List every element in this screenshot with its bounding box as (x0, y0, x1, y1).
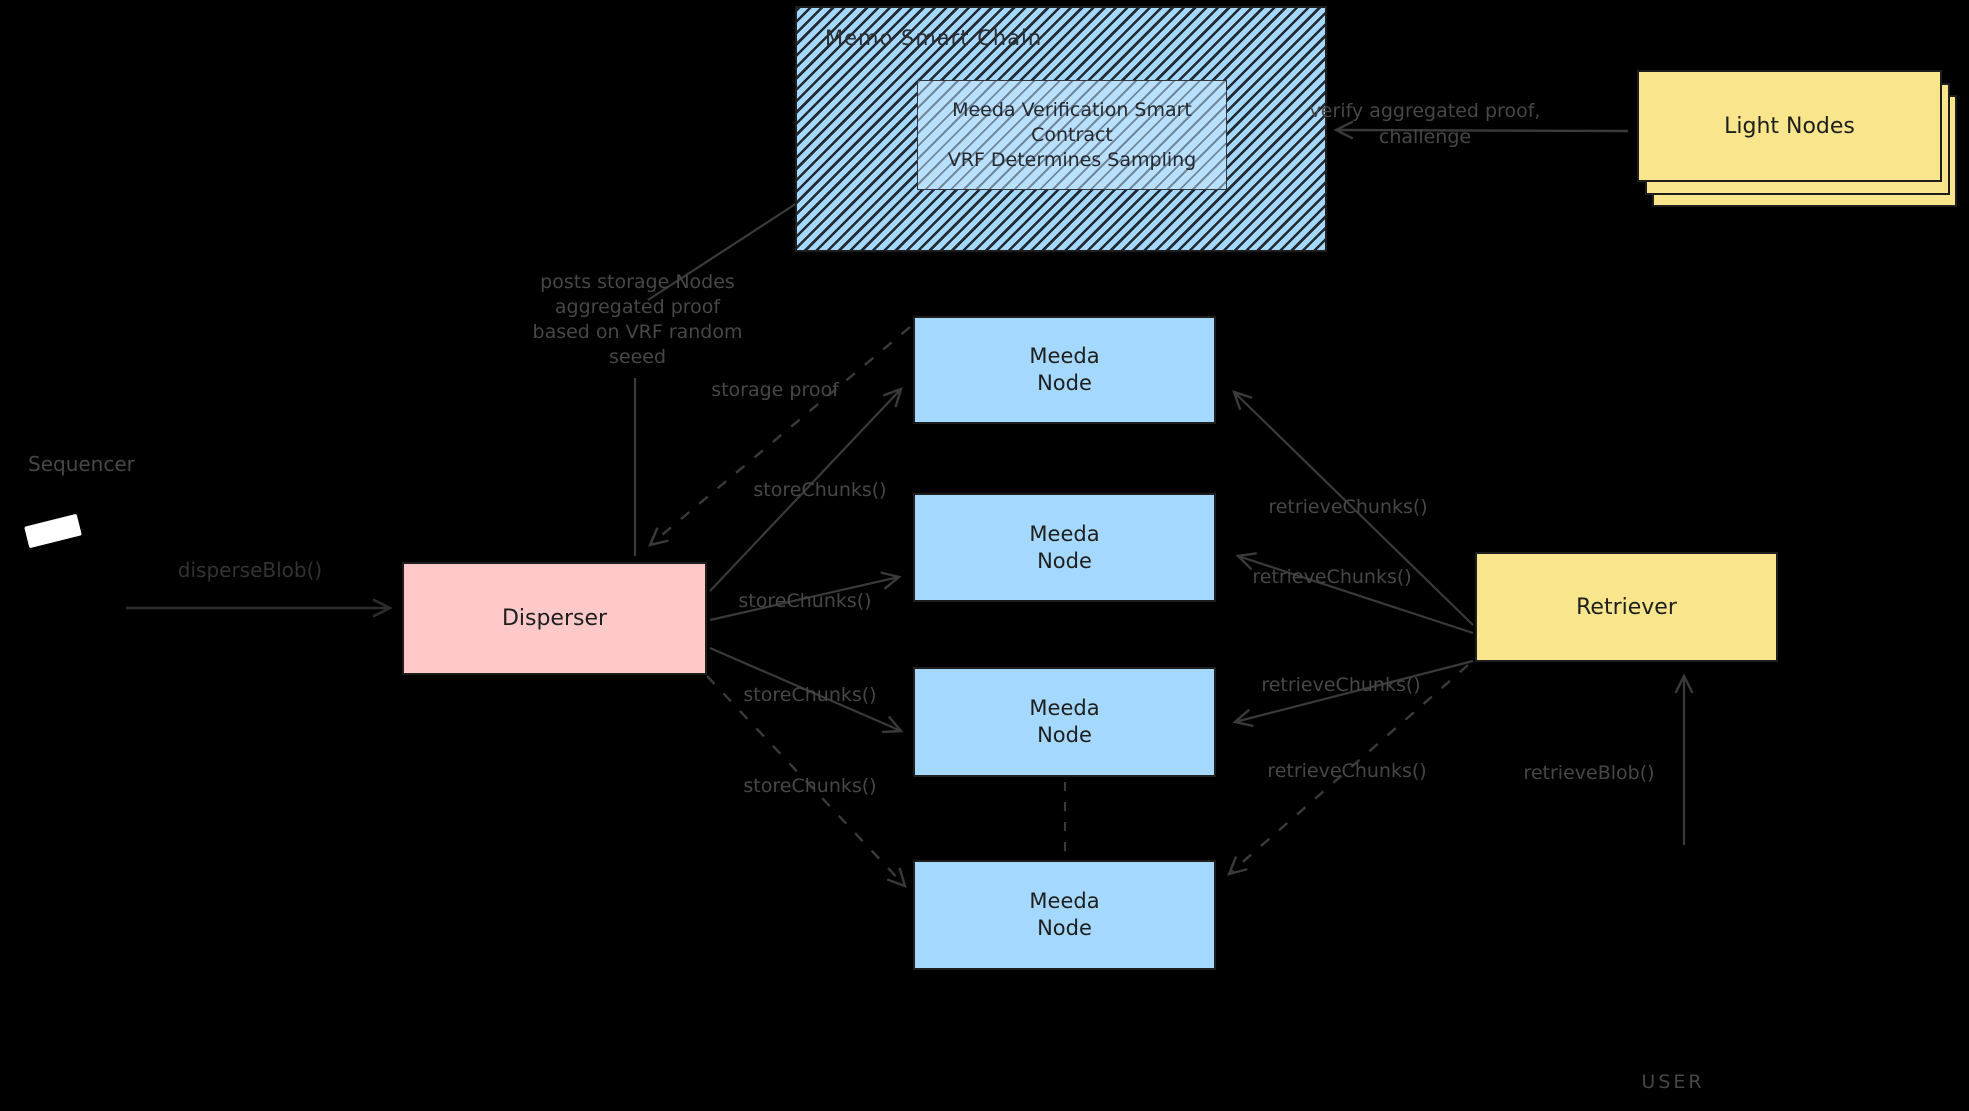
retriever-label: Retriever (1576, 594, 1677, 620)
verify-proof-line-1: verify aggregated proof, (1309, 100, 1541, 122)
posts-proof-line-3: based on VRF random (532, 321, 743, 343)
edge-retrieve-chunks-4 (1226, 664, 1469, 876)
memo-smart-chain-title: Memo Smart Chain (825, 26, 1043, 50)
disperser-box: Disperser (402, 562, 707, 675)
light-nodes-card: Light Nodes (1637, 70, 1942, 182)
edge-store-chunks-4 (706, 675, 907, 888)
verify-proof-line-2: challenge (1378, 126, 1472, 148)
edge-storage-proof (647, 326, 911, 547)
edge-store-chunks-3 (709, 646, 904, 734)
verify-proof-label: verify aggregated proof, challenge (1295, 98, 1555, 150)
edge-retrieve-chunks-2 (1235, 552, 1474, 635)
retrieve-chunks-label-2: retrieveChunks() (1252, 566, 1412, 588)
retrieve-chunks-label-1: retrieveChunks() (1268, 496, 1428, 518)
store-chunks-label-2: storeChunks() (738, 590, 872, 612)
retrieve-chunks-label-3: retrieveChunks() (1261, 674, 1421, 696)
edge-store-chunks-1 (709, 387, 903, 592)
memo-smart-chain-box: Memo Smart Chain Meeda Verification Smar… (795, 6, 1327, 252)
posts-proof-line-4: seeed (608, 346, 667, 368)
meeda-node-4: Meeda Node (913, 860, 1216, 970)
disperse-blob-label: disperseBlob() (177, 558, 323, 582)
retriever-box: Retriever (1475, 552, 1778, 662)
meeda-node-2-line-1: Meeda (1029, 521, 1100, 546)
contract-line-1: Meeda Verification Smart (952, 98, 1192, 121)
meeda-node-1: Meeda Node (913, 316, 1216, 424)
edge-retrieve-chunks-1 (1232, 390, 1474, 626)
store-chunks-label-3: storeChunks() (743, 684, 877, 706)
retrieve-chunks-label-4: retrieveChunks() (1267, 760, 1427, 782)
meeda-node-1-line-1: Meeda (1029, 344, 1100, 368)
contract-line-2: Contract (1031, 123, 1113, 146)
meeda-node-2-line-2: Node (1037, 548, 1092, 573)
meeda-node-3: Meeda Node (913, 667, 1216, 777)
meeda-node-4-line-2: Node (1037, 916, 1092, 940)
meeda-node-4-line-1: Meeda (1029, 889, 1100, 913)
edge-verify-proof (1333, 120, 1629, 140)
user-label: USER (1641, 1071, 1705, 1093)
posts-proof-line-2: aggregated proof (554, 296, 721, 318)
retrieve-blob-label: retrieveBlob() (1523, 762, 1655, 784)
meeda-node-3-line-1: Meeda (1029, 696, 1100, 720)
edge-retrieve-chunks-3 (1232, 659, 1474, 727)
sequencer-label: Sequencer (28, 452, 135, 476)
light-nodes-label: Light Nodes (1724, 113, 1855, 139)
posts-proof-label: posts storage Nodes aggregated proof bas… (520, 270, 755, 370)
store-chunks-label-4: storeChunks() (743, 775, 877, 797)
store-chunks-label-1: storeChunks() (753, 479, 887, 501)
disperser-label: Disperser (501, 606, 608, 631)
meeda-node-1-line-2: Node (1037, 371, 1092, 395)
verification-contract-box: Meeda Verification Smart Contract VRF De… (917, 80, 1227, 190)
storage-proof-label: storage proof (711, 379, 839, 401)
edge-store-chunks-2 (709, 571, 902, 622)
meeda-node-2: Meeda Node (913, 493, 1216, 602)
contract-line-3: VRF Determines Sampling (947, 148, 1197, 171)
posts-proof-line-1: posts storage Nodes (540, 271, 735, 293)
meeda-node-3-line-2: Node (1037, 723, 1092, 747)
